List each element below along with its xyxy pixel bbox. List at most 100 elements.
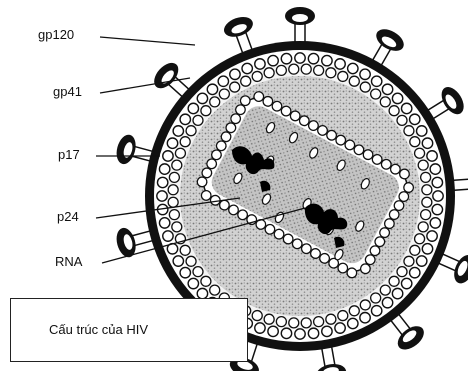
p17-bead bbox=[389, 106, 399, 116]
p17-bead bbox=[348, 63, 358, 73]
p17-bead bbox=[186, 256, 196, 266]
p17-bead bbox=[268, 55, 278, 65]
p17-bead bbox=[264, 314, 274, 324]
p17-bead bbox=[404, 126, 414, 136]
p17-bead bbox=[163, 151, 173, 161]
p17-bead bbox=[382, 84, 392, 94]
p17-bead bbox=[397, 267, 407, 277]
gp120-cap-highlight bbox=[292, 14, 308, 22]
p17-bead bbox=[193, 115, 203, 125]
label-p24: p24 bbox=[57, 209, 79, 224]
p17-bead bbox=[322, 326, 332, 336]
p17-bead bbox=[188, 278, 198, 288]
p17-bead bbox=[417, 126, 427, 136]
p17-bead bbox=[389, 276, 399, 286]
p17-bead bbox=[172, 222, 182, 232]
label-rna: RNA bbox=[55, 254, 82, 269]
p17-bead bbox=[371, 76, 381, 86]
p17-bead bbox=[188, 103, 198, 113]
p17-bead bbox=[289, 318, 299, 328]
p17-bead bbox=[349, 76, 359, 86]
label-gp41: gp41 bbox=[53, 84, 82, 99]
p17-bead bbox=[255, 59, 265, 69]
p17-bead bbox=[349, 306, 359, 316]
p17-bead bbox=[422, 197, 432, 207]
p17-bead bbox=[193, 267, 203, 277]
p17-bead bbox=[159, 218, 169, 228]
p17-bead bbox=[421, 172, 431, 182]
p17-bead bbox=[201, 276, 211, 286]
p17-bead bbox=[157, 177, 167, 187]
p17-bead bbox=[338, 311, 348, 321]
p17-bead bbox=[219, 89, 229, 99]
p17-bead bbox=[210, 97, 220, 107]
p17-bead bbox=[173, 256, 183, 266]
p17-bead bbox=[230, 82, 240, 92]
p17-bead bbox=[401, 103, 411, 113]
p17-bead bbox=[418, 222, 428, 232]
p17-bead bbox=[335, 323, 345, 333]
p17-bead bbox=[401, 278, 411, 288]
p17-bead bbox=[314, 317, 324, 327]
p17-bead bbox=[422, 138, 432, 148]
p17-bead bbox=[230, 69, 240, 79]
p17-bead bbox=[380, 285, 390, 295]
p17-bead bbox=[322, 55, 332, 65]
p17-bead bbox=[371, 306, 381, 316]
p17-bead bbox=[180, 114, 190, 124]
p17-bead bbox=[415, 234, 425, 244]
p17-bead bbox=[335, 59, 345, 69]
gp120-leader bbox=[100, 37, 195, 45]
p17-bead bbox=[427, 151, 437, 161]
p17-bead bbox=[168, 185, 178, 195]
p17-bead bbox=[410, 114, 420, 124]
p17-bead bbox=[252, 311, 262, 321]
p17-bead bbox=[201, 106, 211, 116]
p17-bead bbox=[348, 318, 358, 328]
p17-bead bbox=[241, 76, 251, 86]
p17-bead bbox=[410, 267, 420, 277]
p17-bead bbox=[417, 256, 427, 266]
p17-bead bbox=[159, 164, 169, 174]
p17-bead bbox=[308, 53, 318, 63]
p17-bead bbox=[422, 185, 432, 195]
p17-bead bbox=[173, 126, 183, 136]
p17-bead bbox=[382, 297, 392, 307]
label-gp120: gp120 bbox=[38, 27, 74, 42]
p17-bead bbox=[392, 93, 402, 103]
p17-bead bbox=[276, 317, 286, 327]
p17-bead bbox=[301, 318, 311, 328]
p17-bead bbox=[180, 267, 190, 277]
p17-bead bbox=[168, 197, 178, 207]
p17-bead bbox=[371, 89, 381, 99]
p17-bead bbox=[252, 71, 262, 81]
p17-bead bbox=[432, 177, 442, 187]
p17-bead bbox=[264, 68, 274, 78]
p17-bead bbox=[167, 138, 177, 148]
p17-bead bbox=[418, 160, 428, 170]
p17-bead bbox=[163, 231, 173, 241]
p17-bead bbox=[295, 53, 305, 63]
p17-bead bbox=[210, 285, 220, 295]
p17-bead bbox=[432, 204, 442, 214]
p17-bead bbox=[186, 126, 196, 136]
p17-bead bbox=[433, 191, 443, 201]
p17-bead bbox=[360, 313, 370, 323]
p17-bead bbox=[397, 115, 407, 125]
p17-bead bbox=[281, 328, 291, 338]
p17-bead bbox=[308, 328, 318, 338]
p17-bead bbox=[172, 160, 182, 170]
p17-bead bbox=[360, 82, 370, 92]
p17-bead bbox=[276, 65, 286, 75]
p17-bead bbox=[197, 93, 207, 103]
spike bbox=[285, 7, 315, 46]
p17-bead bbox=[326, 314, 336, 324]
p17-bead bbox=[380, 97, 390, 107]
p17-bead bbox=[268, 326, 278, 336]
p17-bead bbox=[218, 76, 228, 86]
p17-bead bbox=[242, 63, 252, 73]
p17-bead bbox=[404, 256, 414, 266]
p17-bead bbox=[410, 137, 420, 147]
p17-bead bbox=[295, 329, 305, 339]
p17-bead bbox=[207, 84, 217, 94]
